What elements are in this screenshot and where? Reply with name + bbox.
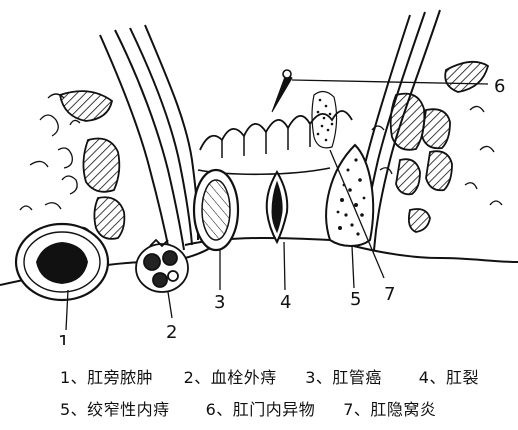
legend-item-4: 4、肛裂 bbox=[418, 368, 479, 387]
callout-7: 7 bbox=[384, 284, 395, 305]
right-sphincter-blocks bbox=[389, 60, 490, 233]
anal-lesions-diagram: 1 2 3 4 5 6 7 bbox=[0, 9, 518, 345]
callout-2: 2 bbox=[166, 322, 177, 343]
right-skin-line bbox=[329, 239, 518, 263]
legend-item-7: 7、肛隐窝炎 bbox=[343, 400, 437, 419]
legend-item-6: 6、肛门内异物 bbox=[205, 400, 316, 419]
crypt-outline bbox=[311, 90, 338, 149]
callout-1: 1 bbox=[58, 332, 69, 345]
anal-crypt-inflammation bbox=[316, 98, 334, 142]
right-tissue-texture bbox=[371, 105, 503, 206]
left-sphincter-blocks bbox=[58, 90, 126, 240]
callout-3: 3 bbox=[214, 292, 225, 313]
perianal-abscess bbox=[14, 222, 110, 302]
thrombosed-external-hemorrhoid bbox=[135, 238, 189, 293]
legend-item-5: 5、绞窄性内痔 bbox=[60, 400, 170, 419]
anal-canal-lower-line bbox=[184, 236, 331, 246]
callout-6: 6 bbox=[494, 76, 505, 97]
leader-lines bbox=[65, 79, 489, 331]
legend-row-1: 1、肛旁脓肿 2、血栓外痔 3、肛管癌 4、肛裂 bbox=[60, 364, 479, 388]
callout-5: 5 bbox=[350, 289, 361, 310]
anal-fissure bbox=[265, 170, 289, 245]
anal-canal-carcinoma bbox=[192, 168, 240, 252]
rectal-columns bbox=[199, 110, 353, 151]
foreign-body bbox=[271, 69, 293, 113]
legend-item-3: 3、肛管癌 bbox=[305, 368, 382, 387]
callout-4: 4 bbox=[280, 292, 291, 313]
anal-crypts bbox=[221, 125, 311, 158]
legend-row-2: 5、绞窄性内痔 6、肛门内异物 7、肛隐窝炎 bbox=[60, 396, 436, 420]
legend-item-1: 1、肛旁脓肿 bbox=[60, 368, 154, 387]
legend-item-2: 2、血栓外痔 bbox=[183, 368, 277, 387]
